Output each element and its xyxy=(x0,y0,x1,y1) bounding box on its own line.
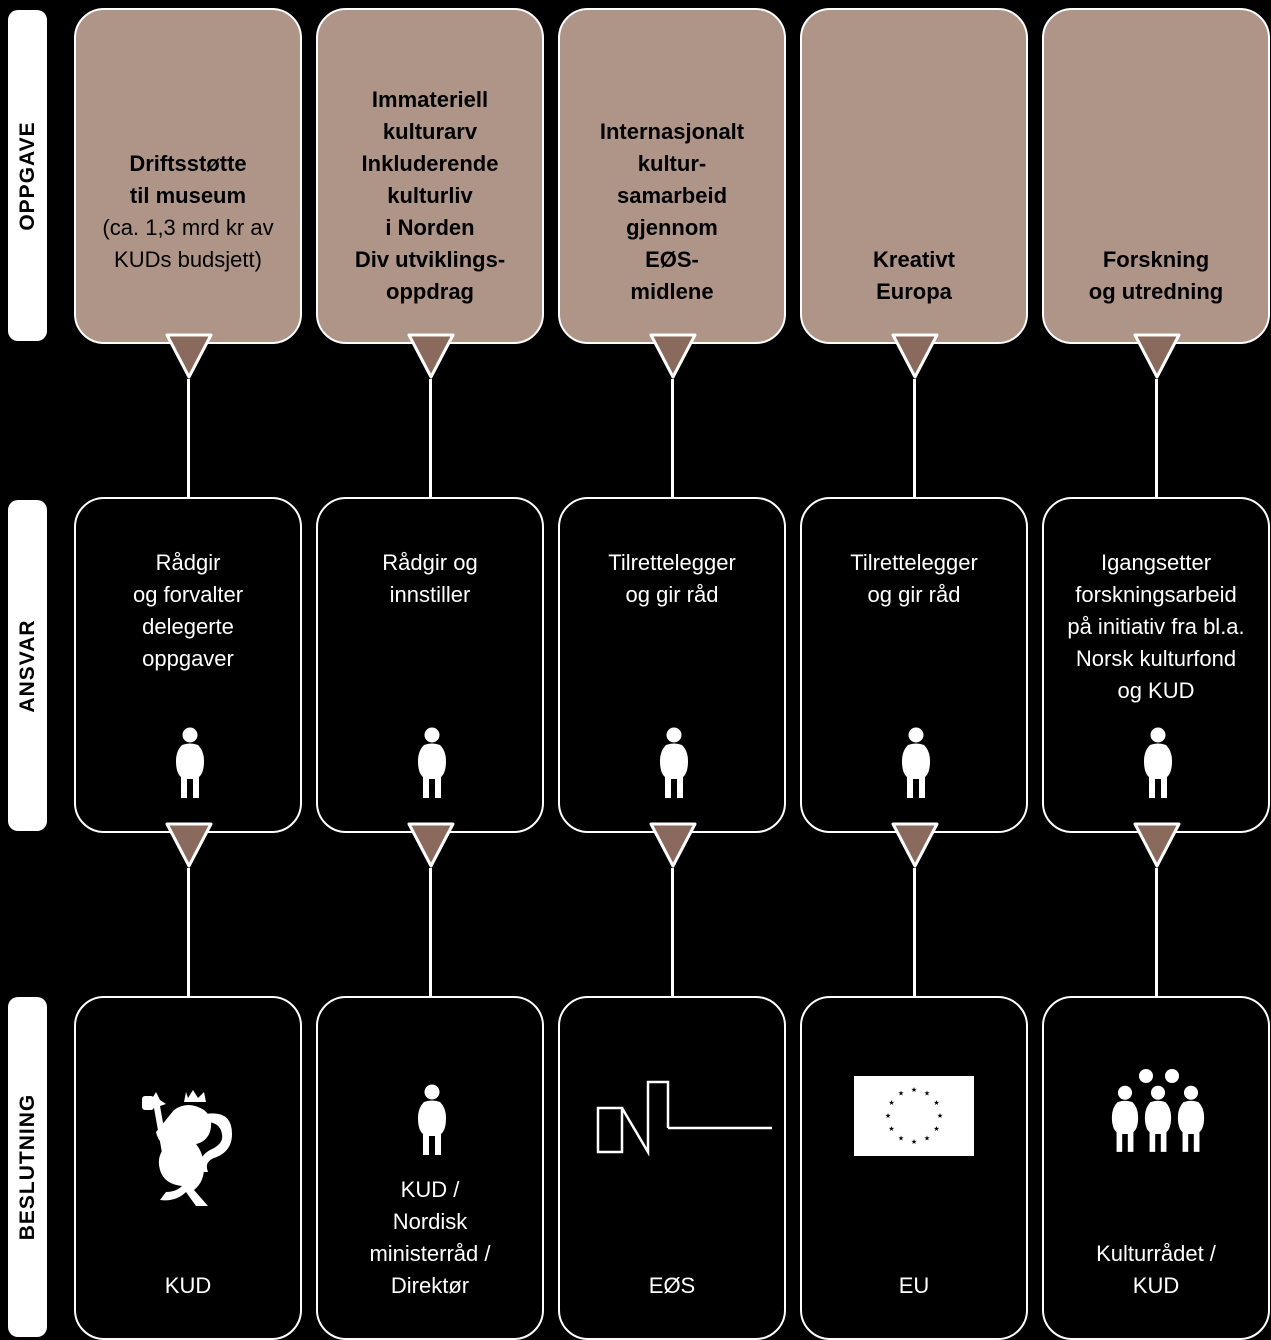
decision-text: KUD / Nordisk ministerråd / Direktør xyxy=(369,1177,491,1298)
decision-box: Kulturrådet / KUD xyxy=(1042,996,1270,1340)
eu-star-icon: ★ xyxy=(898,1135,904,1143)
row-label-ansvar-text: ANSVAR xyxy=(15,618,39,713)
row-label-oppgave: OPPGAVE xyxy=(8,10,47,341)
responsibility-text: Rådgir og innstiller xyxy=(382,550,478,607)
column-research: Forskning og utredning Igangsetter forsk… xyxy=(1042,0,1270,1340)
eea-grants-logo-icon xyxy=(596,1080,772,1157)
person-icon xyxy=(416,1084,448,1156)
person-icon xyxy=(416,727,448,799)
responsibility-box: Tilrettelegger og gir råd xyxy=(558,497,786,833)
arrow-down-icon xyxy=(890,822,940,870)
connector-line xyxy=(671,379,674,497)
arrow-down-icon xyxy=(406,822,456,870)
task-box: Forskning og utredning xyxy=(1042,8,1270,344)
row-label-ansvar: ANSVAR xyxy=(8,500,47,831)
task-title: Kreativt Europa xyxy=(873,247,955,304)
connector-line xyxy=(187,379,190,497)
connector-line xyxy=(1155,868,1158,996)
decision-text: Kulturrådet / KUD xyxy=(1096,1241,1216,1298)
arrow-down-icon xyxy=(1132,822,1182,870)
column-museum: Driftsstøtte til museum (ca. 1,3 mrd kr … xyxy=(74,0,302,1340)
eu-star-icon: ★ xyxy=(911,1086,917,1094)
person-icon xyxy=(1142,727,1174,799)
task-text: Immateriell kulturarv Inkluderende kultu… xyxy=(322,52,538,308)
column-eu: Kreativt Europa Tilrettelegger og gir rå… xyxy=(800,0,1028,1340)
task-text: Kreativt Europa xyxy=(806,212,1022,308)
responsibility-box: Tilrettelegger og gir råd xyxy=(800,497,1028,833)
person-icon xyxy=(900,727,932,799)
arrow-down-icon xyxy=(1132,333,1182,381)
row-label-oppgave-text: OPPGAVE xyxy=(15,120,39,231)
decision-box: KUD / Nordisk ministerråd / Direktør xyxy=(316,996,544,1340)
connector-line xyxy=(187,868,190,996)
connector-line xyxy=(429,379,432,497)
eu-star-icon: ★ xyxy=(933,1099,939,1107)
eu-star-icon: ★ xyxy=(937,1112,943,1120)
decision-text: KUD xyxy=(164,1273,212,1298)
responsibility-box: Rådgir og forvalter delegerte oppgaver xyxy=(74,497,302,833)
task-box: Immateriell kulturarv Inkluderende kultu… xyxy=(316,8,544,344)
person-icon xyxy=(658,727,690,799)
task-title: Immateriell kulturarv Inkluderende kultu… xyxy=(354,87,506,304)
connector-line xyxy=(913,379,916,497)
connector-line xyxy=(1155,379,1158,497)
responsibility-text: Tilrettelegger og gir råd xyxy=(850,550,978,607)
eu-star-icon: ★ xyxy=(924,1135,930,1143)
eu-star-icon: ★ xyxy=(924,1090,930,1098)
responsibility-box: Igangsetter forskningsarbeid på initiati… xyxy=(1042,497,1270,833)
decision-box: ★★★★★★★★★★★★ EU xyxy=(800,996,1028,1340)
group-of-people-icon xyxy=(1110,1069,1206,1156)
decision-text: EØS xyxy=(648,1273,696,1298)
task-note: (ca. 1,3 mrd kr av KUDs budsjett) xyxy=(102,215,274,272)
arrow-down-icon xyxy=(890,333,940,381)
task-title: Forskning og utredning xyxy=(1088,247,1224,304)
task-title: Driftsstøtte til museum xyxy=(129,151,247,208)
responsibility-text: Tilrettelegger og gir råd xyxy=(608,550,736,607)
task-title: Internasjonalt kultur- samarbeid gjennom… xyxy=(599,119,745,304)
arrow-down-icon xyxy=(164,822,214,870)
task-box: Driftsstøtte til museum (ca. 1,3 mrd kr … xyxy=(74,8,302,344)
connector-line xyxy=(671,868,674,996)
row-label-beslutning-text: BESLUTNING xyxy=(15,1093,39,1241)
person-icon xyxy=(174,727,206,799)
eu-flag-icon: ★★★★★★★★★★★★ xyxy=(854,1076,974,1156)
responsibility-text: Rådgir og forvalter delegerte oppgaver xyxy=(132,550,244,671)
task-box: Kreativt Europa xyxy=(800,8,1028,344)
responsibility-box: Rådgir og innstiller xyxy=(316,497,544,833)
eu-star-icon: ★ xyxy=(885,1112,891,1120)
decision-box: EØS xyxy=(558,996,786,1340)
decision-text: EU xyxy=(898,1273,930,1298)
task-box: Internasjonalt kultur- samarbeid gjennom… xyxy=(558,8,786,344)
column-eea: Internasjonalt kultur- samarbeid gjennom… xyxy=(558,0,786,1340)
eu-star-icon: ★ xyxy=(911,1138,917,1146)
connector-line xyxy=(913,868,916,996)
task-text: Forskning og utredning xyxy=(1048,212,1264,308)
arrow-down-icon xyxy=(648,333,698,381)
eu-star-icon: ★ xyxy=(933,1125,939,1133)
connector-line xyxy=(429,868,432,996)
arrow-down-icon xyxy=(164,333,214,381)
arrow-down-icon xyxy=(406,333,456,381)
eu-star-icon: ★ xyxy=(898,1090,904,1098)
eu-star-icon: ★ xyxy=(888,1125,894,1133)
eu-star-icon: ★ xyxy=(888,1099,894,1107)
task-text: Internasjonalt kultur- samarbeid gjennom… xyxy=(564,84,780,308)
decision-box: KUD xyxy=(74,996,302,1340)
norwegian-lion-coat-of-arms-icon xyxy=(142,1090,232,1206)
row-label-beslutning: BESLUTNING xyxy=(8,997,47,1337)
column-nordic: Immateriell kulturarv Inkluderende kultu… xyxy=(316,0,544,1340)
task-text: Driftsstøtte til museum (ca. 1,3 mrd kr … xyxy=(80,116,296,308)
responsibility-text: Igangsetter forskningsarbeid på initiati… xyxy=(1067,550,1245,703)
arrow-down-icon xyxy=(648,822,698,870)
